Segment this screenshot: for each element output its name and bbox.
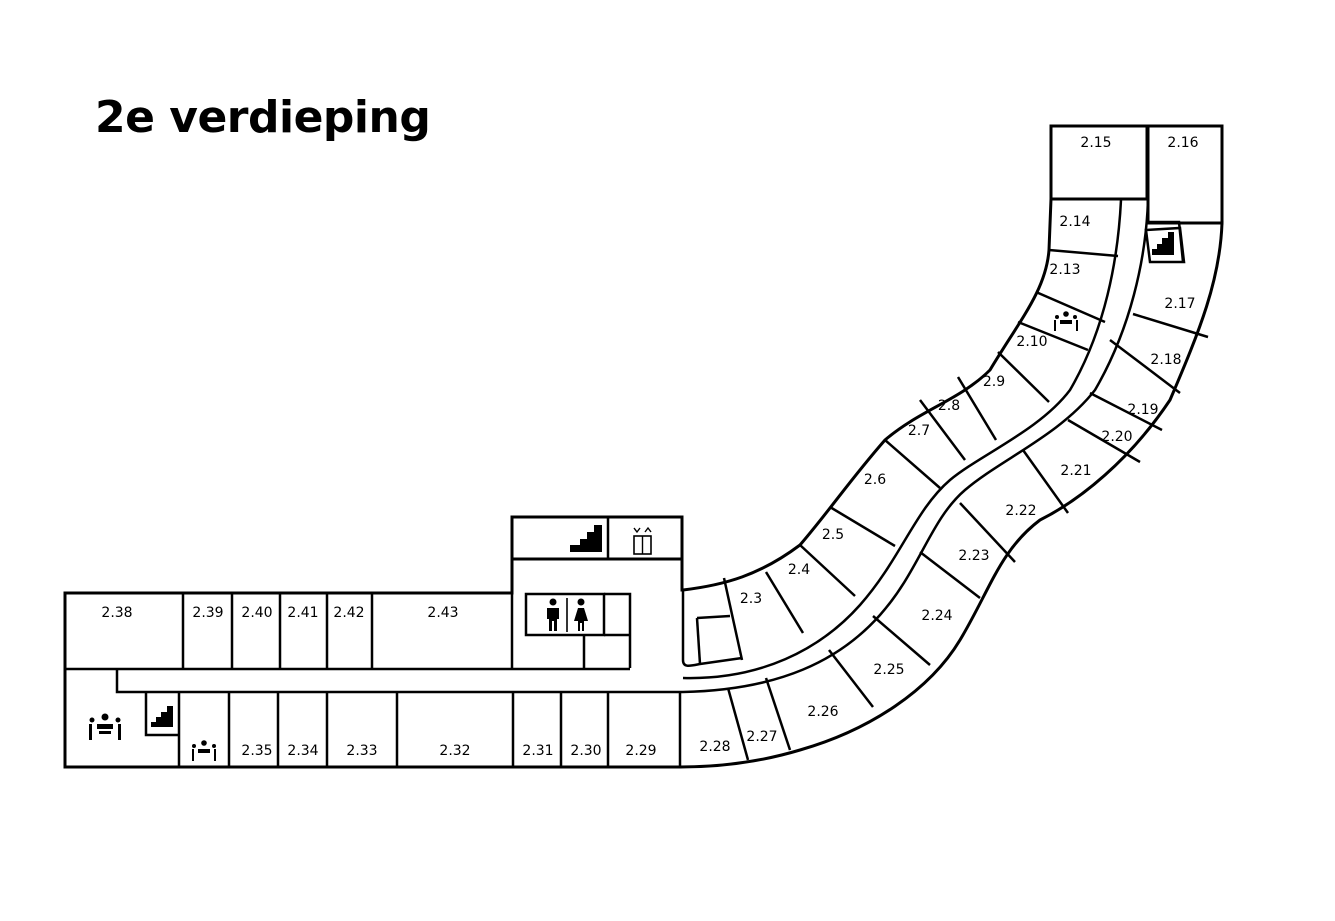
- room-label: 2.21: [1060, 463, 1091, 479]
- room-label: 2.5: [822, 527, 844, 543]
- room-label: 2.14: [1059, 214, 1090, 230]
- room-label: 2.7: [908, 423, 930, 439]
- room-label: 2.4: [788, 562, 810, 578]
- room-label: 2.35: [241, 743, 272, 759]
- room-label: 2.41: [287, 605, 318, 621]
- toilet-icon: [547, 598, 588, 631]
- room-label: 2.26: [807, 704, 838, 720]
- room-label: 2.33: [346, 743, 377, 759]
- stairs-icon: [1152, 232, 1174, 255]
- elevator-icon: [633, 526, 652, 555]
- room-label: 2.27: [746, 729, 777, 745]
- room-label: 2.39: [192, 605, 223, 621]
- room-label: 2.19: [1127, 402, 1158, 418]
- room-label: 2.42: [333, 605, 364, 621]
- room-label: 2.38: [101, 605, 132, 621]
- meeting-icon: [1054, 311, 1078, 331]
- room-label: 2.20: [1101, 429, 1132, 445]
- meeting-icon: [89, 713, 121, 740]
- room-label: 2.17: [1164, 296, 1195, 312]
- room-label: 2.24: [921, 608, 952, 624]
- room-label: 2.8: [938, 398, 960, 414]
- room-label: 2.28: [699, 739, 730, 755]
- room-label: 2.18: [1150, 352, 1181, 368]
- room-label: 2.3: [740, 591, 762, 607]
- room-label: 2.30: [570, 743, 601, 759]
- room-label: 2.32: [439, 743, 470, 759]
- room-label: 2.22: [1005, 503, 1036, 519]
- stairs-icon: [151, 706, 173, 727]
- room-label: 2.23: [958, 548, 989, 564]
- room-label: 2.34: [287, 743, 318, 759]
- floor-title: 2e verdieping: [95, 92, 431, 143]
- room-label: 2.13: [1049, 262, 1080, 278]
- room-label: 2.43: [427, 605, 458, 621]
- room-label: 2.9: [983, 374, 1005, 390]
- room-label: 2.40: [241, 605, 272, 621]
- room-label: 2.6: [864, 472, 886, 488]
- room-label: 2.31: [522, 743, 553, 759]
- room-label: 2.16: [1167, 135, 1198, 151]
- stairs-icon: [570, 525, 602, 552]
- room-label: 2.15: [1080, 135, 1111, 151]
- room-label: 2.10: [1016, 334, 1047, 350]
- room-label: 2.25: [873, 662, 904, 678]
- meeting-icon: [192, 740, 216, 761]
- room-label: 2.29: [625, 743, 656, 759]
